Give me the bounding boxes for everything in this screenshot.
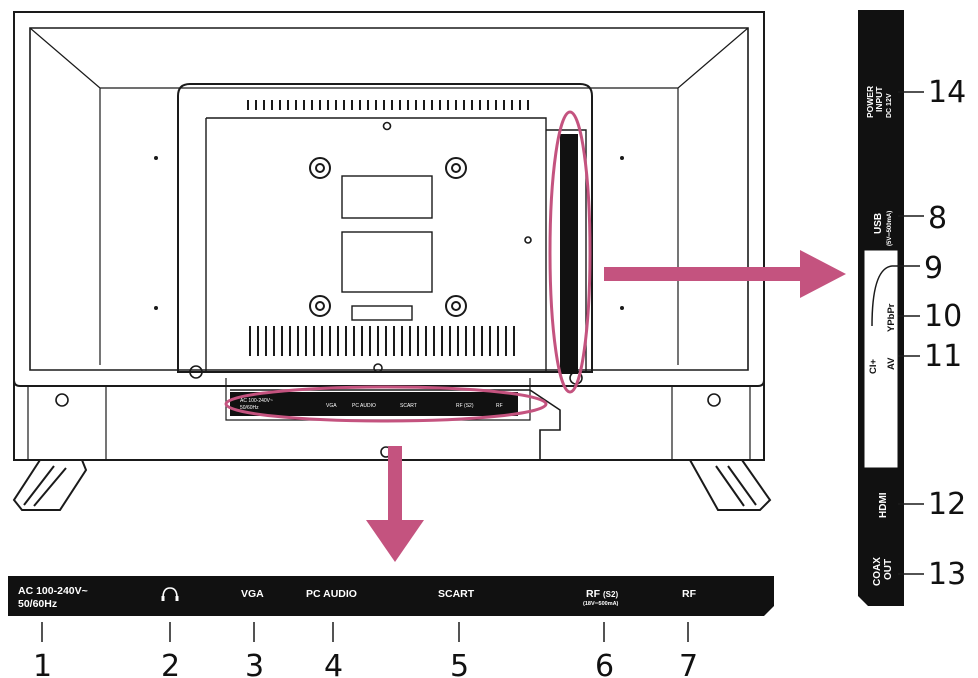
callout-number-3: 3: [245, 649, 264, 678]
port-label-vga: VGA: [241, 588, 264, 600]
tv-vesa-mounts: [309, 157, 467, 317]
port-label-scart: SCART: [438, 588, 475, 600]
callout-number-10: 10: [924, 299, 962, 334]
port-label-av: AV: [886, 357, 897, 370]
port-label-ypbpr: YPbPr: [886, 303, 897, 332]
callout-number-9: 9: [924, 251, 943, 286]
side-panel-white-window: [863, 249, 899, 469]
tv-inner-bezel: [29, 27, 749, 371]
callout-number-5: 5: [450, 649, 469, 678]
port-label-pc-audio: PC AUDIO: [306, 588, 357, 600]
tv-bottom-vents: [249, 326, 515, 356]
port-label-ci: CI+: [868, 359, 879, 375]
tv-outer-frame: [13, 11, 765, 387]
tv-mini-hz: 50/60Hz: [240, 405, 259, 411]
callout-number-8: 8: [928, 201, 947, 236]
tv-mini-labels: AC 100-240V~ 50/60Hz VGA PC AUDIO SCART …: [240, 398, 503, 411]
callout-number-14: 14: [928, 75, 966, 110]
callout-number-4: 4: [324, 649, 343, 678]
callout-number-6: 6: [595, 649, 614, 678]
headphone-icon: [161, 587, 179, 601]
port-sub-ac: 50/60Hz: [18, 598, 57, 610]
tv-stand-left: [12, 459, 88, 511]
highlight-ellipse-side-ports: [548, 110, 592, 394]
tv-mini-vga: VGA: [326, 403, 337, 409]
port-label-usb: USB: [873, 213, 884, 234]
side-callout-lines: [871, 91, 924, 575]
tv-dots: [154, 156, 624, 310]
tv-label-plate-middle: [341, 231, 433, 293]
port-sub-usb: (5V═500mA): [887, 211, 893, 246]
bottom-callout-lines: [41, 622, 689, 642]
callout-number-11: 11: [924, 339, 962, 374]
arrow-down: [366, 446, 424, 562]
port-label-rf-s2-suffix: (S2): [603, 590, 618, 599]
port-label-input: INPUT: [874, 86, 884, 112]
tv-label-plate-small: [351, 305, 413, 321]
tv-top-vents: [247, 100, 529, 110]
tv-label-plate-top: [341, 175, 433, 219]
port-label-power: POWER: [865, 86, 875, 118]
bottom-callout-numbers: 1 2 3 4 5 6 7: [33, 649, 698, 678]
tv-mini-pcaudio: PC AUDIO: [352, 403, 376, 409]
tv-side-connector-strip: [560, 134, 578, 374]
tv-mini-ac: AC 100-240V~: [240, 398, 273, 404]
tv-lower-inner: [27, 378, 751, 460]
bottom-port-panel: AC 100-240V~ 50/60Hz VGA PC AUDIO SCART …: [8, 576, 774, 616]
tv-bottom-connector-strip: [230, 392, 518, 416]
tv-rear-hump-inner: [205, 117, 587, 372]
callout-number-12: 12: [928, 487, 966, 522]
tv-mini-scart: SCART: [400, 403, 417, 409]
callout-number-2: 2: [161, 649, 180, 678]
highlight-ellipse-bottom-ports: [224, 385, 548, 423]
tv-rear-hump: [177, 83, 593, 373]
port-label-ac: AC 100-240V~: [18, 585, 88, 597]
tv-back: [12, 11, 772, 511]
tv-mini-rf: RF: [496, 403, 503, 409]
callout-number-7: 7: [679, 649, 698, 678]
callout-number-1: 1: [33, 649, 52, 678]
side-callout-numbers: 14 8 9 10 11 12 13: [924, 75, 966, 592]
tv-bevel-lines: [29, 27, 749, 365]
tv-mini-rfs2: RF (S2): [456, 403, 474, 409]
arrow-right: [604, 250, 846, 298]
port-label-out: OUT: [883, 559, 894, 580]
callout-number-13: 13: [928, 557, 966, 592]
bottom-panel-shape: [8, 576, 774, 616]
port-label-coax: COAX: [872, 557, 883, 586]
port-label-hdmi: HDMI: [878, 492, 889, 518]
side-port-panel: POWER INPUT DC 12V USB (5V═500mA) CI+ YP…: [858, 10, 904, 606]
tv-stand-right: [688, 459, 772, 511]
port-label-rf-s2: RF: [586, 588, 601, 600]
port-label-rf: RF: [682, 588, 697, 600]
port-sub-rf-s2: (18V═500mA): [583, 601, 619, 607]
port-label-dc12v: DC 12V: [886, 93, 893, 118]
